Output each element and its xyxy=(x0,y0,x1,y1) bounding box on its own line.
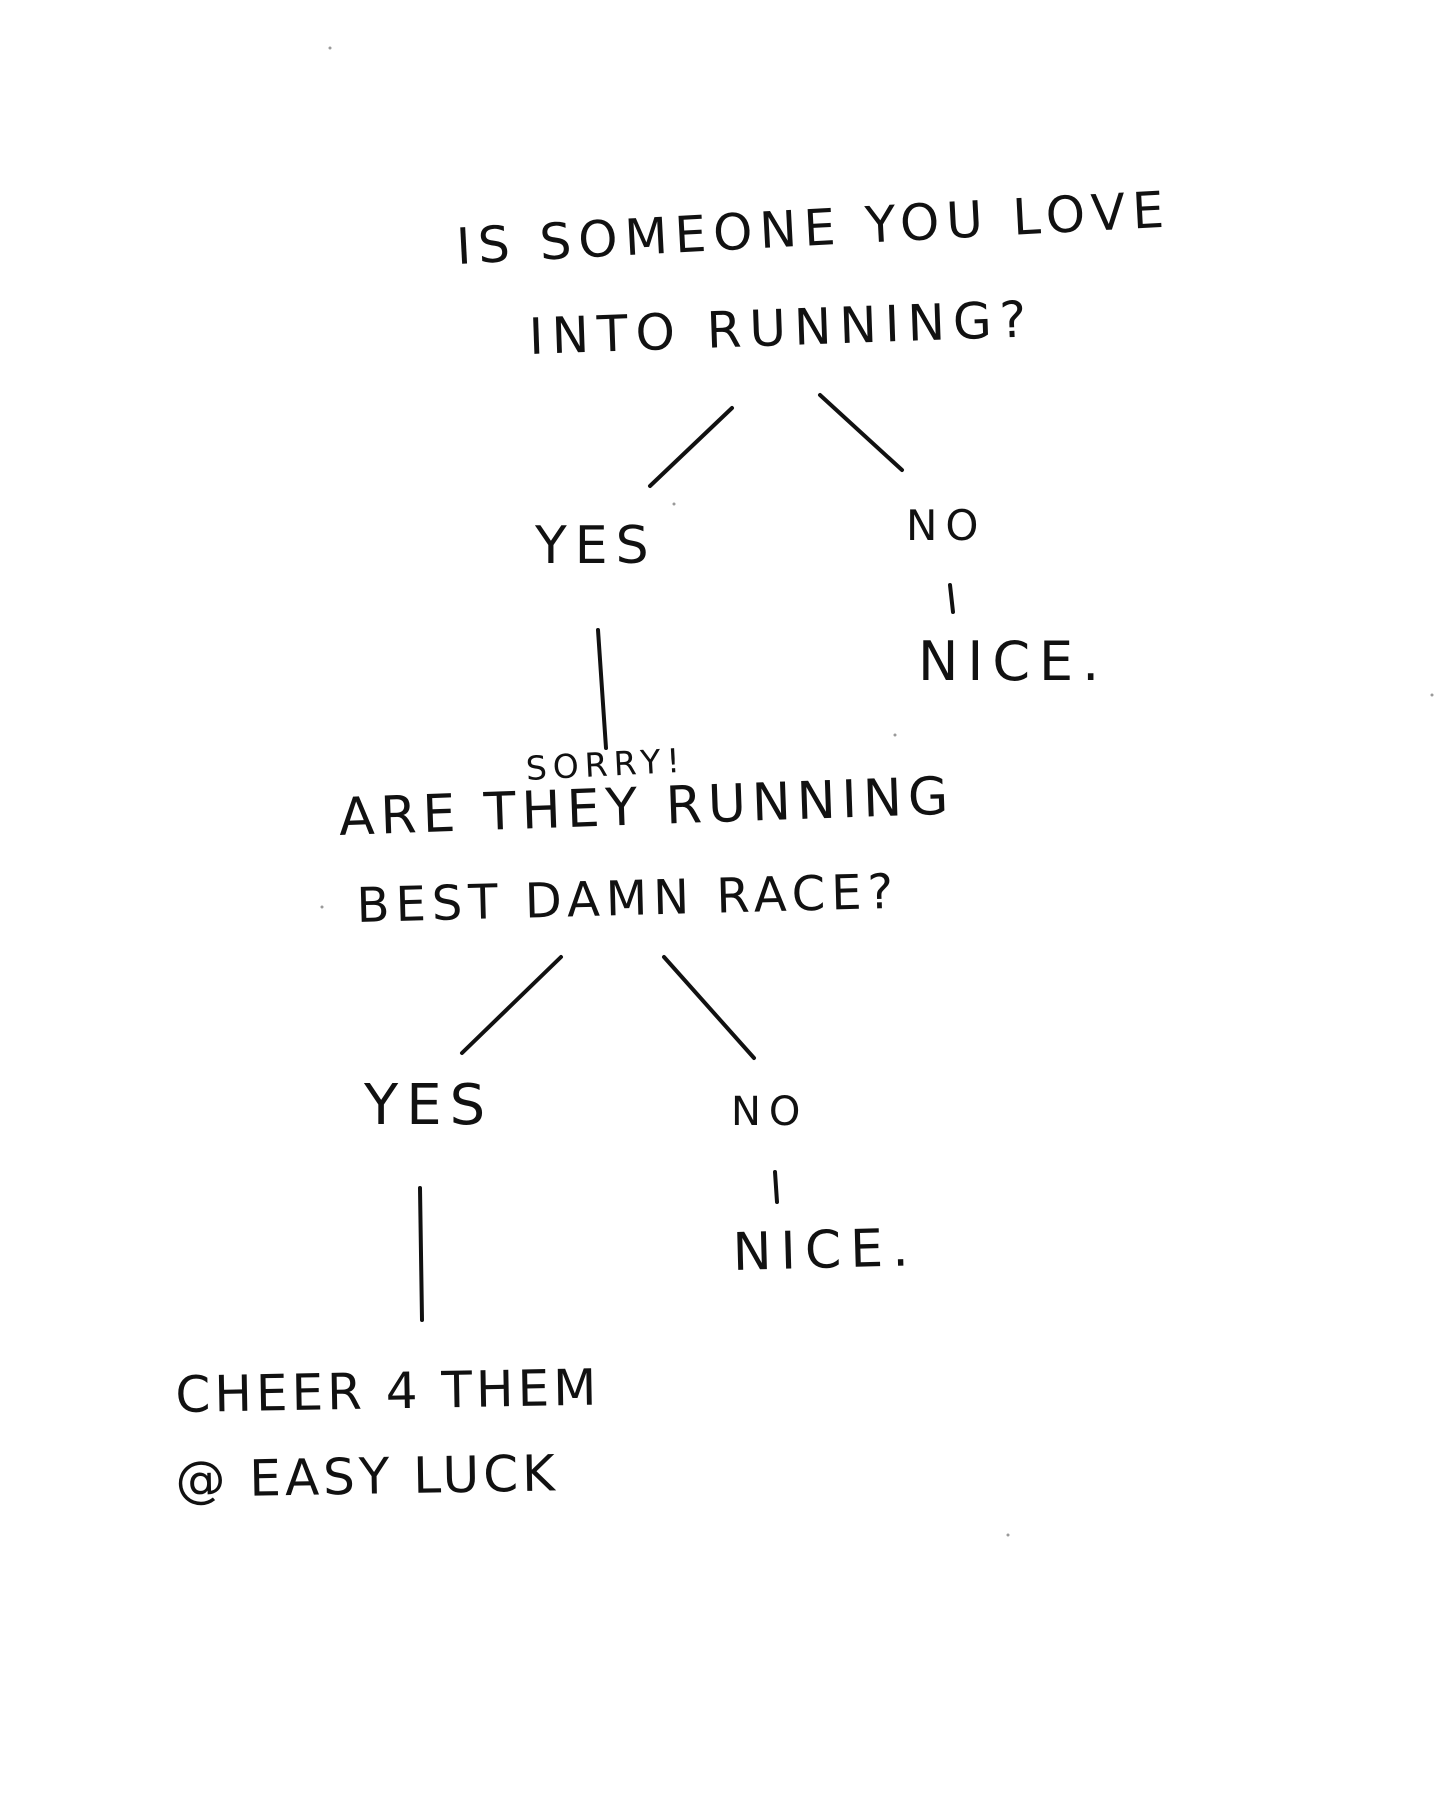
connector-yes1-to-q2 xyxy=(596,628,608,750)
stray-speck xyxy=(1430,693,1434,697)
question-2-no-result: NICE. xyxy=(731,1218,919,1283)
question-2-yes-result-line-1: CHEER 4 THEM xyxy=(174,1358,601,1424)
connector-q1-to-no xyxy=(818,393,904,472)
stray-speck xyxy=(320,905,324,909)
stray-speck xyxy=(672,502,676,506)
connector-q1-to-yes xyxy=(648,406,734,488)
connector-no1-to-nice xyxy=(948,583,955,614)
question-1-yes-label: YES xyxy=(535,516,657,576)
connector-no2-to-nice xyxy=(773,1170,779,1204)
question-2-line-2: BEST DAMN RACE? xyxy=(355,863,900,934)
question-2-yes-label: YES xyxy=(364,1073,494,1138)
question-2-yes-result-line-2: @ EASY LUCK xyxy=(174,1444,560,1509)
question-1-no-result: NICE. xyxy=(918,630,1109,693)
connector-yes2-to-result xyxy=(418,1186,424,1322)
question-2-no-label: NO xyxy=(731,1089,809,1135)
stray-speck xyxy=(893,733,897,737)
question-1-no-label: NO xyxy=(906,501,987,550)
connector-q2-to-yes xyxy=(460,955,563,1055)
stray-speck xyxy=(1006,1533,1010,1537)
stray-speck xyxy=(328,46,332,50)
connector-q2-to-no xyxy=(662,955,756,1060)
